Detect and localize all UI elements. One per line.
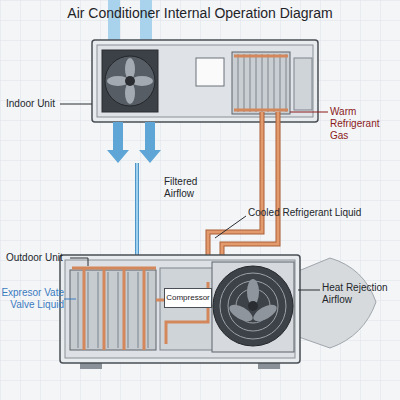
- outdoor-unit-casing: [60, 255, 300, 363]
- fan-guard-frame: [212, 262, 294, 352]
- leader-line: [215, 216, 246, 238]
- compressor-body: [160, 268, 216, 350]
- side-panel: [294, 58, 312, 110]
- part-label: Indoor Unit: [6, 98, 62, 110]
- component-name: Compressor: [166, 293, 210, 303]
- outdoor-fan: [213, 266, 293, 346]
- evaporator-coil: [232, 52, 290, 114]
- airflow-arrow: [107, 122, 129, 163]
- control-box: [196, 58, 224, 86]
- coil-fins: [78, 272, 148, 348]
- part-label: Outdoor Unit: [6, 252, 70, 264]
- fan-grille: [220, 273, 286, 339]
- coil-fins: [238, 54, 286, 112]
- coil-tube: [72, 268, 156, 350]
- leader-line: [290, 112, 328, 113]
- indoor-unit-panel: [97, 45, 313, 117]
- component-box: Compressor: [164, 288, 212, 308]
- fan-housing: [102, 50, 158, 112]
- refrigerant-label: Cooled Refrigerant Liquid: [248, 207, 398, 219]
- airflow-label: Filtered Airflow: [164, 176, 214, 200]
- liquid-pipe: [137, 163, 152, 266]
- diagram-title: Air Conditioner Internal Operation Diagr…: [0, 5, 400, 21]
- coil-tube: [234, 56, 288, 110]
- fan-hub: [248, 301, 258, 311]
- airflow-arrow: [139, 122, 161, 163]
- outdoor-unit-panel: [65, 260, 295, 358]
- leader-line: [298, 290, 320, 291]
- leader-line: [64, 299, 76, 300]
- indoor-fan: [105, 56, 155, 106]
- liquid-pipe: [137, 163, 152, 266]
- leader-line: [60, 104, 92, 105]
- valve-label: Expresor Vate Valve Liquid: [0, 287, 64, 311]
- copper-pipe: [156, 299, 164, 302]
- leader-line: [70, 258, 88, 266]
- airflow-label: Heat Rejection Airflow: [322, 282, 400, 306]
- indoor-unit-casing: [92, 40, 318, 122]
- refrigerant-label: Warm Refrigerant Gas: [330, 106, 400, 142]
- fan-hub: [125, 76, 135, 86]
